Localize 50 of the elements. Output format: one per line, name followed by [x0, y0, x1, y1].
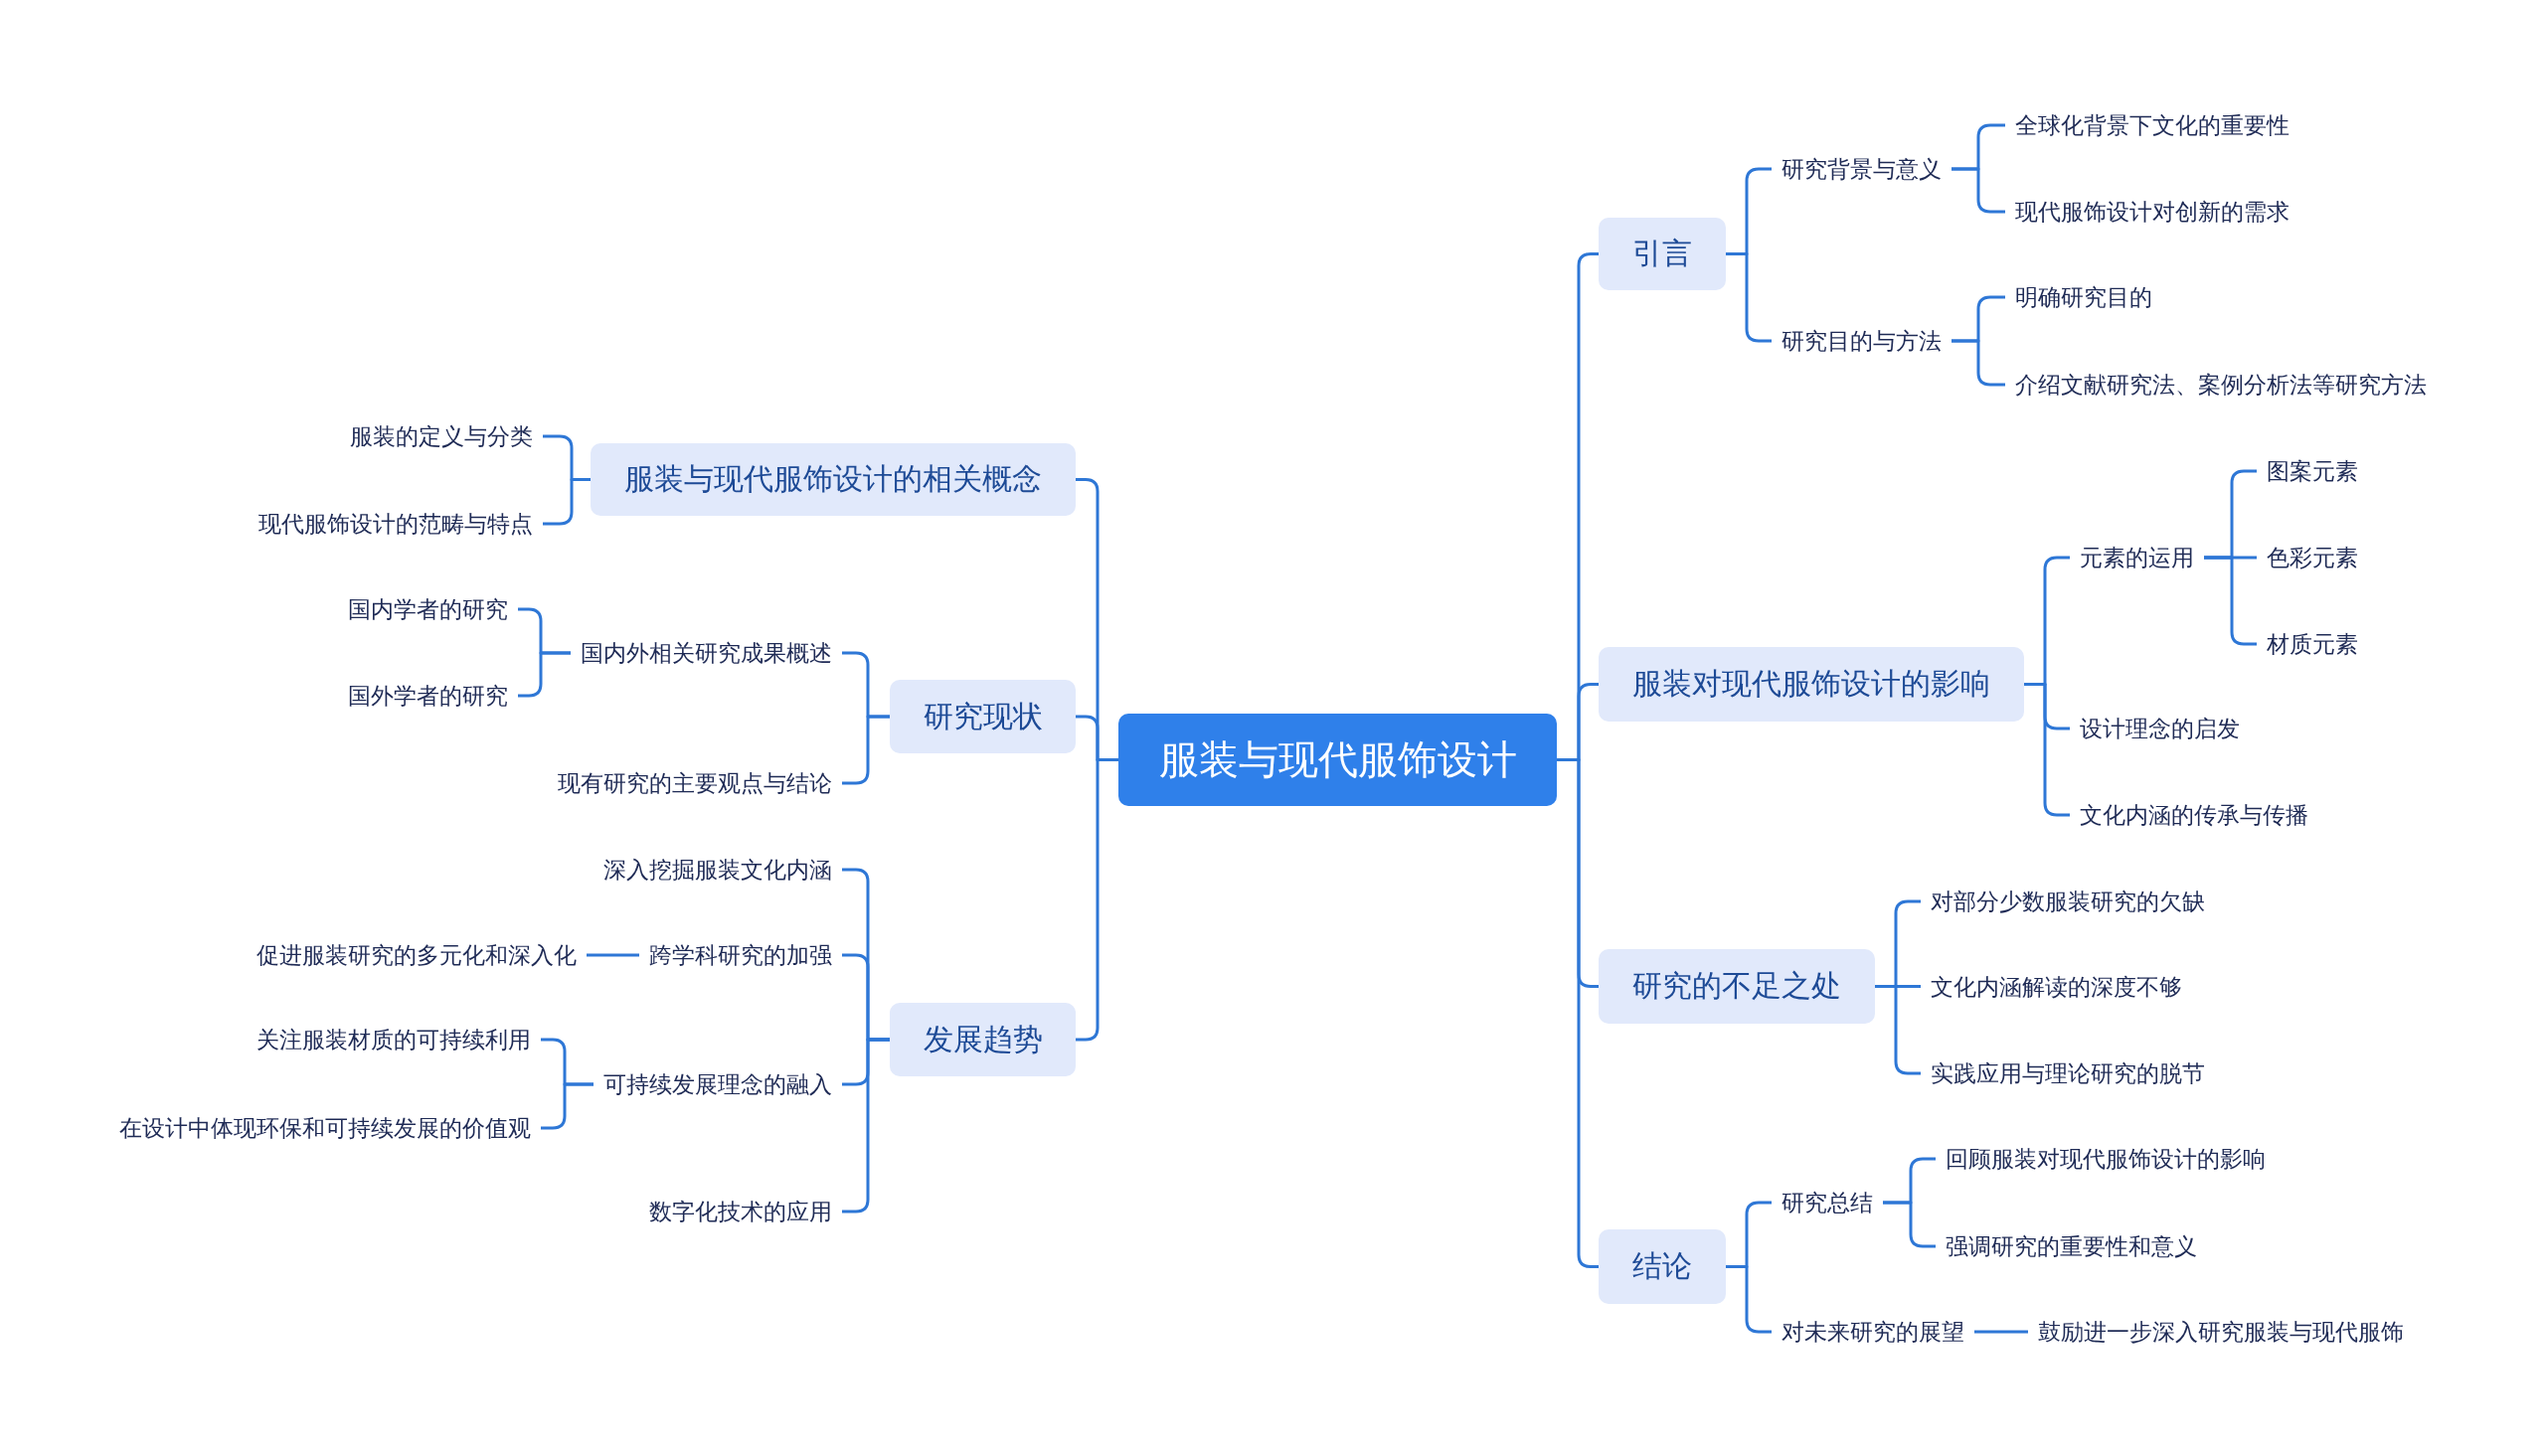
subtopic-text: 强调研究的重要性和意义 [1936, 1231, 2207, 1261]
subtopic-text: 关注服装材质的可持续利用 [247, 1025, 541, 1054]
subtopic-text: 可持续发展理念的融入 [594, 1069, 842, 1099]
subtopic-text: 回顾服装对现代服饰设计的影响 [1936, 1144, 2276, 1174]
subtopic-text: 对部分少数服装研究的欠缺 [1921, 887, 2215, 916]
branch-line [541, 1082, 594, 1130]
subtopic-text: 深入挖掘服装文化内涵 [594, 855, 842, 885]
topic-box: 研究现状 [890, 680, 1076, 753]
subtopic-text: 研究目的与方法 [1772, 326, 1951, 356]
subtopic-text: 元素的运用 [2070, 543, 2204, 572]
subtopic-text: 明确研究目的 [2005, 282, 2162, 312]
branch-line [543, 478, 591, 526]
subtopic-text: 国内学者的研究 [338, 594, 518, 624]
subtopic-text: 跨学科研究的加强 [639, 940, 842, 970]
subtopic-text: 研究总结 [1772, 1188, 1883, 1217]
topic-box: 服装与现代服饰设计的相关概念 [591, 443, 1076, 516]
subtopic-text: 介绍文献研究法、案例分析法等研究方法 [2005, 370, 2437, 400]
topic-box: 服装对现代服饰设计的影响 [1599, 647, 2024, 722]
subtopic-text: 国内外相关研究成果概述 [571, 638, 842, 668]
branch-line [518, 651, 571, 698]
subtopic-text: 对未来研究的展望 [1772, 1317, 1974, 1347]
topic-box: 结论 [1599, 1229, 1726, 1304]
topic-box: 研究的不足之处 [1599, 949, 1875, 1024]
subtopic-text: 鼓励进一步深入研究服装与现代服饰 [2028, 1317, 2414, 1347]
branch-line [1076, 758, 1118, 1042]
branch-line [587, 953, 639, 957]
subtopic-text: 设计理念的启发 [2070, 714, 2250, 743]
subtopic-text: 材质元素 [2257, 629, 2368, 659]
subtopic-text: 服装的定义与分类 [340, 421, 543, 451]
subtopic-text: 文化内涵解读的深度不够 [1921, 972, 2192, 1002]
subtopic-text: 现有研究的主要观点与结论 [548, 768, 842, 798]
branch-line [1883, 1201, 1936, 1248]
subtopic-text: 色彩元素 [2257, 543, 2368, 572]
subtopic-text: 国外学者的研究 [338, 681, 518, 711]
subtopic-text: 研究背景与意义 [1772, 154, 1951, 184]
subtopic-text: 文化内涵的传承与传播 [2070, 800, 2318, 830]
branch-line [1974, 1330, 2028, 1334]
subtopic-text: 实践应用与理论研究的脱节 [1921, 1058, 2215, 1088]
branch-line [1951, 167, 2005, 214]
subtopic-text: 图案元素 [2257, 456, 2368, 486]
subtopic-text: 数字化技术的应用 [639, 1197, 842, 1226]
subtopic-text: 现代服饰设计对创新的需求 [2005, 197, 2299, 227]
branch-line [1951, 339, 2005, 387]
subtopic-text: 全球化背景下文化的重要性 [2005, 110, 2299, 140]
subtopic-text: 现代服饰设计的范畴与特点 [249, 509, 543, 539]
topic-box: 引言 [1599, 218, 1726, 290]
topic-box: 发展趋势 [890, 1003, 1076, 1076]
central-topic-box: 服装与现代服饰设计 [1118, 714, 1557, 806]
subtopic-text: 促进服装研究的多元化和深入化 [247, 940, 587, 970]
subtopic-text: 在设计中体现环保和可持续发展的价值观 [109, 1113, 541, 1143]
